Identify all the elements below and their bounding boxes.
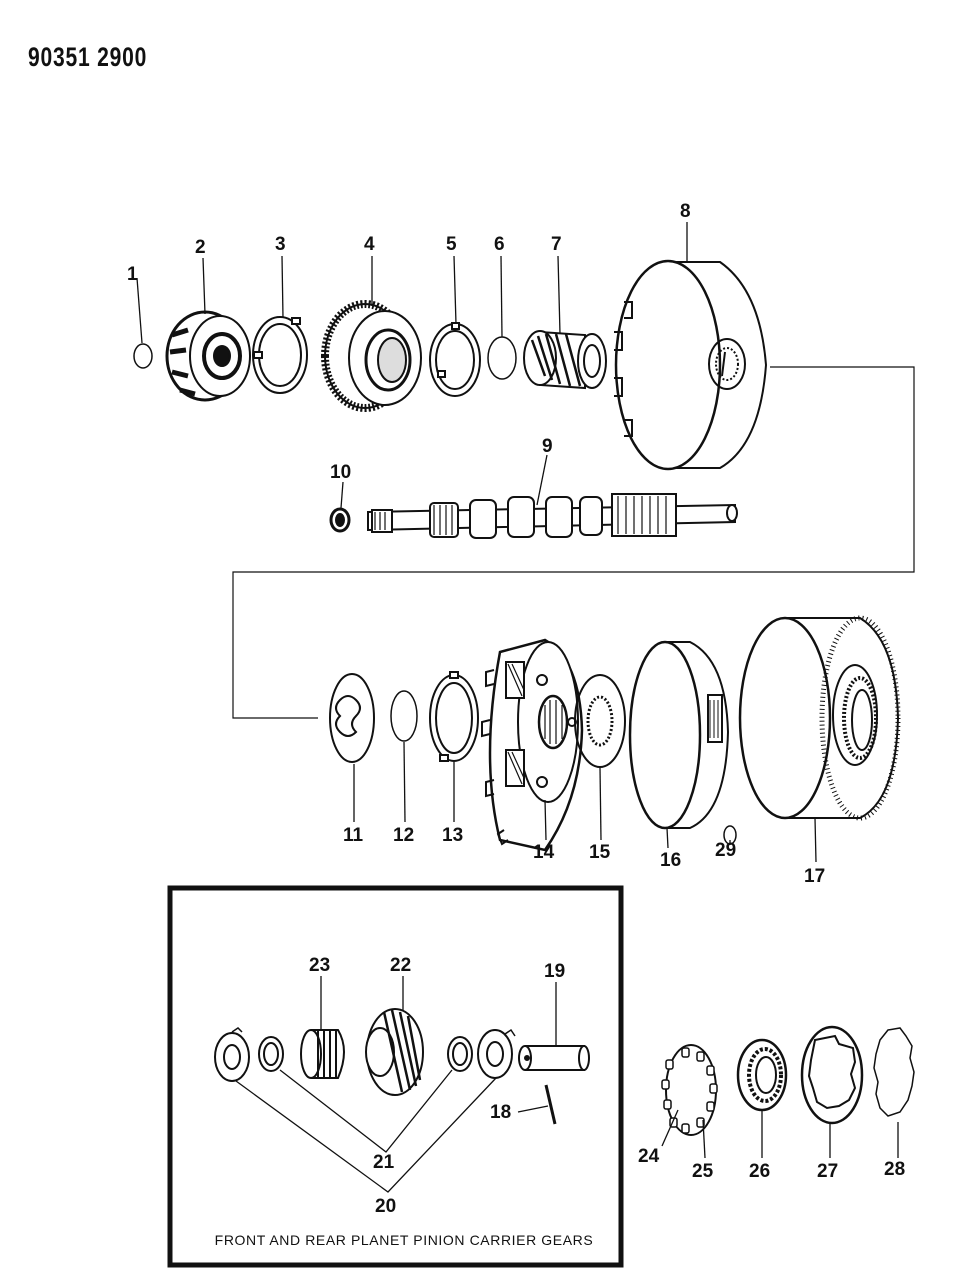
callout-4: 4: [364, 234, 375, 255]
inset-caption: FRONT AND REAR PLANET PINION CARRIER GEA…: [214, 1232, 594, 1248]
callout-24: 24: [638, 1146, 660, 1167]
callout-25: 25: [692, 1161, 714, 1182]
callout-23: 23: [309, 955, 330, 976]
callout-13: 13: [442, 825, 463, 846]
part-7-splined-sleeve: [523, 330, 607, 390]
part-11-thrust-plate: [329, 673, 375, 763]
part-1-snap-ring: [133, 343, 153, 369]
part-28-spring-retainer: [873, 1027, 915, 1117]
part-27-overrunning-cam: [800, 1025, 864, 1125]
part-18-roll-pin: [544, 1084, 557, 1125]
part-20-thrust-washer-right: [477, 1028, 516, 1079]
part-4-sun-gear-drum: [321, 300, 422, 412]
part-2-overrunning-clutch: [165, 310, 251, 402]
part-17-rear-clutch-drum: [738, 615, 901, 821]
callout-27: 27: [817, 1161, 838, 1182]
callout-11: 11: [343, 825, 364, 846]
callout-22: 22: [390, 955, 411, 976]
connector-lines: [232, 366, 915, 719]
callout-7: 7: [551, 234, 562, 255]
callout-numbers: 1 2 3 4 5 6 7 8 9 10 11 12 13 14 15 16 2…: [127, 201, 905, 1217]
callout-9: 9: [542, 436, 553, 457]
part-21-washer-right: [447, 1036, 473, 1072]
callout-28: 28: [884, 1159, 905, 1180]
part-8-clutch-drum: [614, 259, 768, 471]
callout-12: 12: [393, 825, 414, 846]
callout-19: 19: [544, 961, 565, 982]
callout-3: 3: [275, 234, 286, 255]
callout-1: 1: [127, 264, 138, 285]
callout-5: 5: [446, 234, 457, 255]
part-22-pinion-gear: [365, 1008, 424, 1096]
callout-21: 21: [373, 1152, 395, 1173]
callout-26: 26: [749, 1161, 770, 1182]
part-13-thrust-washer: [429, 671, 479, 762]
leader-lines: [136, 222, 899, 1193]
callout-2: 2: [195, 237, 206, 258]
inset-frame: [167, 885, 624, 1268]
callout-29: 29: [715, 840, 736, 861]
part-10-seal-ring: [329, 507, 351, 533]
part-23-pinion-gear: [300, 1029, 345, 1079]
part-3-thrust-washer: [252, 316, 308, 394]
part-6-snap-ring: [487, 336, 517, 380]
part-15-thrust-washer: [574, 674, 626, 768]
part-26-roller-race: [736, 1038, 788, 1112]
part-21-washer-left: [258, 1036, 284, 1072]
part-14-planet-carrier: [481, 638, 584, 852]
document-id: 90351 2900: [28, 42, 148, 72]
callout-14: 14: [533, 842, 555, 863]
part-16-front-annulus-gear: [628, 640, 730, 830]
callout-16: 16: [660, 850, 681, 871]
part-24-roller-cage: [661, 1044, 718, 1136]
part-19-pinion-shaft: [518, 1045, 590, 1071]
part-12-snap-ring: [390, 690, 418, 742]
callout-15: 15: [589, 842, 611, 863]
part-20-thrust-washer-left: [214, 1027, 250, 1082]
callout-20: 20: [375, 1196, 396, 1217]
callout-18: 18: [490, 1102, 511, 1123]
callout-8: 8: [680, 201, 691, 222]
part-9-output-shaft: [367, 493, 738, 539]
callout-17: 17: [804, 866, 825, 887]
callout-6: 6: [494, 234, 505, 255]
part-5-thrust-washer: [429, 322, 481, 397]
callout-10: 10: [330, 462, 351, 483]
